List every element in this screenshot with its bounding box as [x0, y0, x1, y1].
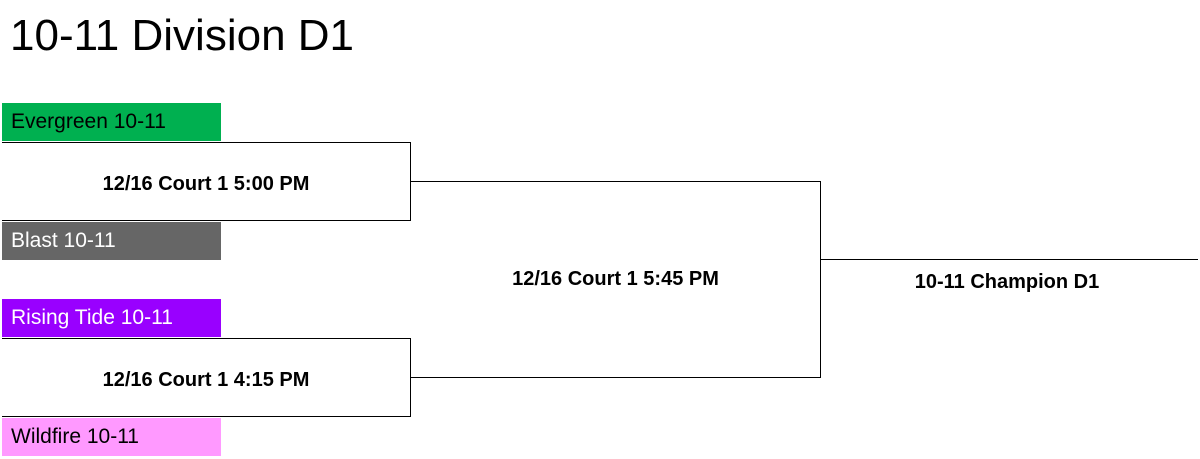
game-final-label: 12/16 Court 1 5:45 PM: [512, 268, 719, 290]
champion-label: 10-11 Champion D1: [914, 271, 1100, 293]
bracket-title: 10-11 Division D1: [10, 11, 355, 60]
game-lower-label: 12/16 Court 1 4:15 PM: [102, 369, 310, 391]
bracket-line-lower-bottom: [2, 416, 411, 417]
bracket-line-champion: [820, 259, 1198, 260]
game-upper-label: 12/16 Court 1 5:00 PM: [102, 173, 310, 195]
bracket-line-lower-top: [2, 338, 411, 339]
bracket-line-final-top: [410, 181, 821, 182]
bracket-line-final-bottom: [410, 377, 821, 378]
bracket-line-final-right: [820, 181, 821, 378]
bracket-line-upper-top: [2, 142, 411, 143]
bracket-line-upper-bottom: [2, 220, 411, 221]
team-evergreen: Evergreen 10-11: [2, 103, 221, 141]
team-blast: Blast 10-11: [2, 222, 221, 260]
team-rising-tide: Rising Tide 10-11: [2, 299, 221, 337]
team-wildfire: Wildfire 10-11: [2, 418, 221, 456]
